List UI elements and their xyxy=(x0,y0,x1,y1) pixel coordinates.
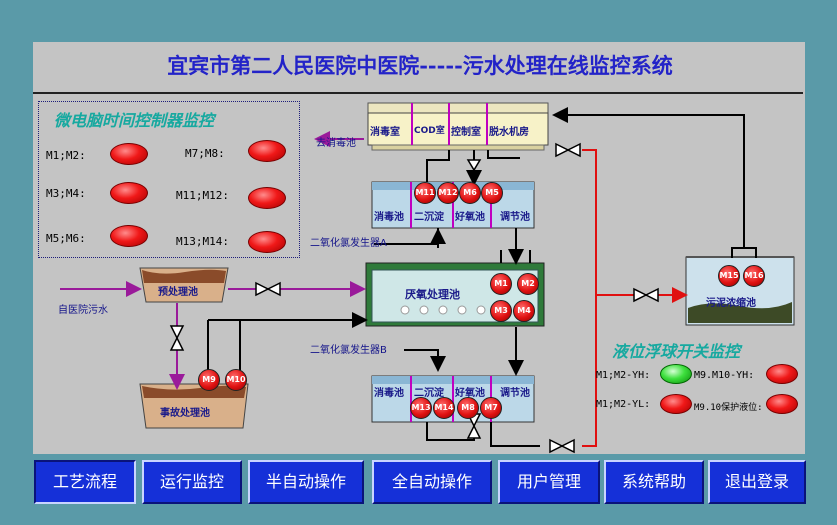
motor-m3[interactable]: M3 xyxy=(490,300,512,322)
room-dewater: 脱水机房 xyxy=(489,127,529,138)
motor-m14[interactable]: M14 xyxy=(433,397,455,419)
valve-sludge-icon xyxy=(633,287,659,303)
motor-m9[interactable]: M9 xyxy=(198,369,220,391)
level-indicator-m9-m10-protect xyxy=(766,394,798,414)
level-label-m9-m10-yh: M9.M10-YH: xyxy=(694,370,755,381)
pretreat-tank-label: 预处理池 xyxy=(158,287,198,298)
motor-m12[interactable]: M12 xyxy=(437,182,459,204)
mc-indicator-m11-m12 xyxy=(248,187,286,209)
level-label-m9-m10-protect: M9.10保护液位: xyxy=(694,403,763,413)
upper-aerobic-label: 好氧池 xyxy=(455,212,485,223)
lower-bio-tank xyxy=(371,375,535,423)
motor-m15[interactable]: M15 xyxy=(718,265,740,287)
microcomputer-title: 微电脑时间控制器监控 xyxy=(54,111,215,130)
sludge-tank-shape xyxy=(685,256,795,326)
motor-m6[interactable]: M6 xyxy=(459,182,481,204)
motor-m2[interactable]: M2 xyxy=(517,273,539,295)
label-chlorine-a: 二氧化氯发生器A xyxy=(310,238,387,249)
lower-regulate-label: 调节池 xyxy=(500,388,530,399)
room-control: 控制室 xyxy=(451,127,481,138)
mc-label-m1-m2: M1;M2: xyxy=(46,149,86,162)
motor-m10[interactable]: M10 xyxy=(225,369,247,391)
motor-m4[interactable]: M4 xyxy=(513,300,535,322)
motor-m11[interactable]: M11 xyxy=(414,182,436,204)
nav-logout[interactable]: 退出登录 xyxy=(708,460,806,504)
motor-m16[interactable]: M16 xyxy=(743,265,765,287)
title-divider xyxy=(33,92,803,94)
nav-process-flow[interactable]: 工艺流程 xyxy=(34,460,136,504)
motor-m5[interactable]: M5 xyxy=(481,182,503,204)
label-chlorine-b: 二氧化氯发生器B xyxy=(310,345,387,356)
page-title: 宜宾市第二人民医院中医院-----污水处理在线监控系统 xyxy=(167,53,673,78)
level-monitor-title: 液位浮球开关监控 xyxy=(612,342,741,361)
nav-system-help[interactable]: 系统帮助 xyxy=(604,460,704,504)
motor-m7[interactable]: M7 xyxy=(480,397,502,419)
lower-disinfect-label: 消毒池 xyxy=(374,388,404,399)
nav-full-auto[interactable]: 全自动操作 xyxy=(372,460,492,504)
mc-label-m11-m12: M11;M12: xyxy=(176,189,229,202)
nav-run-monitor[interactable]: 运行监控 xyxy=(142,460,242,504)
valve-top-icon xyxy=(555,142,581,158)
nav-semi-auto[interactable]: 半自动操作 xyxy=(248,460,364,504)
valve-upper-inlet-icon xyxy=(466,159,482,172)
motor-m1[interactable]: M1 xyxy=(490,273,512,295)
mc-indicator-m7-m8 xyxy=(248,140,286,162)
accident-tank-label: 事故处理池 xyxy=(160,408,210,419)
mc-label-m7-m8: M7;M8: xyxy=(185,147,225,160)
mc-indicator-m13-m14 xyxy=(248,231,286,253)
room-cod: COD室 xyxy=(414,126,445,136)
mc-indicator-m3-m4 xyxy=(110,182,148,204)
level-indicator-m1-m2-yl xyxy=(660,394,692,414)
upper-clarifier-label: 二沉淀 xyxy=(414,212,444,223)
pretreat-tank-shape xyxy=(139,267,229,303)
level-indicator-m9-m10-yh xyxy=(766,364,798,384)
mc-label-m13-m14: M13;M14: xyxy=(176,235,229,248)
valve-pretreat-icon xyxy=(255,281,281,297)
mc-indicator-m5-m6 xyxy=(110,225,148,247)
lower-aerobic-label: 好氧池 xyxy=(455,388,485,399)
mc-label-m5-m6: M5;M6: xyxy=(46,232,86,245)
lower-clarifier-label: 二沉淀 xyxy=(414,388,444,399)
upper-disinfect-label: 消毒池 xyxy=(374,212,404,223)
sludge-tank-label: 污泥浓缩池 xyxy=(706,298,756,309)
nav-user-management[interactable]: 用户管理 xyxy=(498,460,600,504)
anaerobic-tank-label: 厌氧处理池 xyxy=(405,288,460,301)
level-indicator-m1-m2-yh xyxy=(660,364,692,384)
motor-m8[interactable]: M8 xyxy=(457,397,479,419)
accident-tank-shape xyxy=(139,383,249,429)
valve-bottom-icon xyxy=(549,438,575,454)
motor-m13[interactable]: M13 xyxy=(410,397,432,419)
level-label-m1-m2-yh: M1;M2-YH: xyxy=(596,370,651,381)
room-disinfect: 消毒室 xyxy=(370,127,400,138)
upper-regulate-label: 调节池 xyxy=(500,212,530,223)
level-label-m1-m2-yl: M1;M2-YL: xyxy=(596,399,651,410)
mc-label-m3-m4: M3;M4: xyxy=(46,187,86,200)
control-building xyxy=(367,102,549,151)
label-hospital-sewage: 自医院污水 xyxy=(58,305,108,316)
label-to-disinfect: 去消毒池 xyxy=(316,138,356,149)
mc-indicator-m1-m2 xyxy=(110,143,148,165)
microcomputer-panel xyxy=(38,101,300,258)
valve-vertical-icon xyxy=(169,325,185,351)
